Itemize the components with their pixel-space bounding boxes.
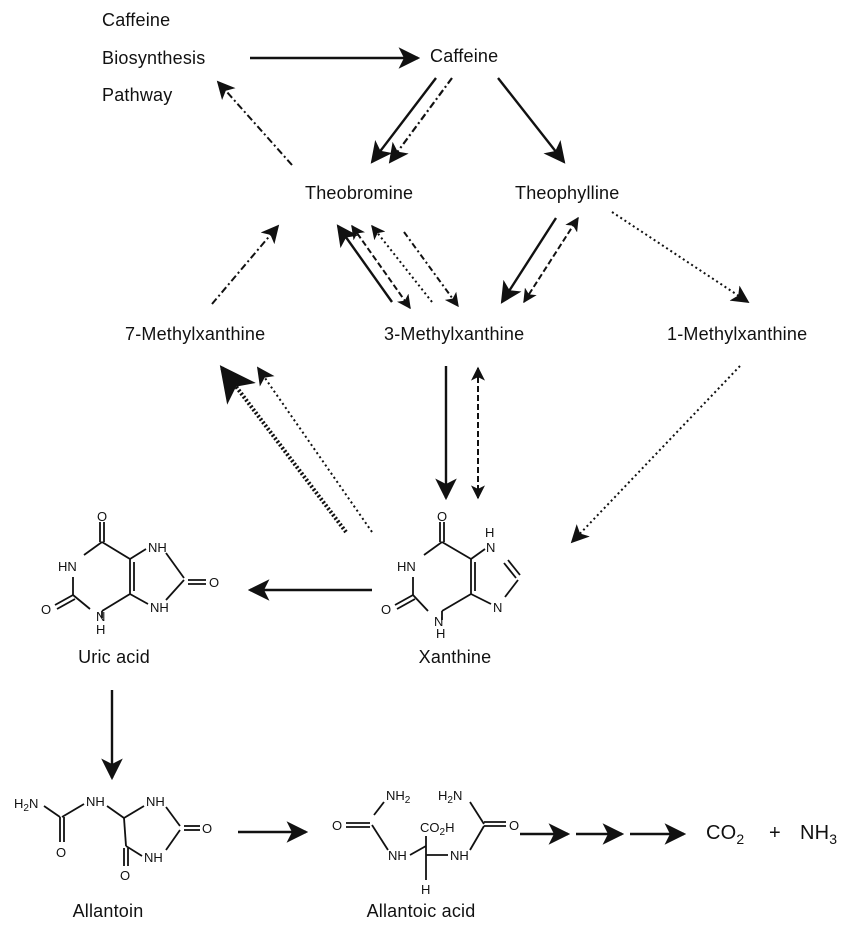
node-uric-acid: Uric acid [78,647,150,667]
arrow-caffeine-to-theophylline [497,77,566,164]
allantoin-structure: H2N O NH NH O NH O [14,794,212,883]
xanthine-hn: HN [397,559,416,574]
node-3-methylxanthine: 3-Methylxanthine [384,324,525,344]
node-1-methylxanthine: 1-Methylxanthine [667,324,808,344]
node-7-methylxanthine: 7-Methylxanthine [125,324,266,344]
allantoic-h2n: H2N [438,788,462,806]
product-nh3: NH3 [800,822,837,847]
uric-o-top: O [97,509,107,524]
allantoic-o-left: O [332,818,342,833]
arrow-3mx-to-theobromine-solid [336,224,393,303]
arrow-theobromine-to-3mx-dashdot [403,231,459,308]
arrow-1mx-to-xanthine [570,365,741,544]
arrow-theophylline-to-3mx [500,217,558,304]
arrow-theophylline-to-1mx [611,211,750,303]
node-allantoin: Allantoin [72,901,144,921]
node-xanthine: Xanthine [418,647,492,667]
allantoin-nh-ring-top: NH [146,794,165,809]
arrow-3mx-to-theophylline-dashed [523,216,579,304]
node-theobromine: Theobromine [305,183,414,203]
xanthine-structure: O HN O N H N H N [381,509,521,641]
arrow-theobromine-to-pathway [216,80,293,166]
arrow-3mx-to-theobromine-dotted [371,224,433,303]
allantoin-o-urea: O [56,845,66,860]
node-allantoic-acid: Allantoic acid [366,901,476,921]
uric-nh-bottom: NH [150,600,169,615]
xanthine-n7-h: H [485,525,494,540]
allantoic-nh-left: NH [388,848,407,863]
uric-n-bottom-h: H [96,622,105,637]
allantoin-nh-linker: NH [86,794,105,809]
nh3-subscript: 3 [829,831,838,847]
co2-text: CO [706,822,737,844]
allantoic-acid-structure: NH2 O NH CO2H H NH O H2N [332,788,519,897]
uric-acid-structure: O HN O N H NH NH O [41,509,219,637]
plus-sign: + [769,822,781,844]
allantoin-nh-ring-bottom: NH [144,850,163,865]
uric-o-right: O [209,575,219,590]
arrow-theobromine-to-3mx-dashed [351,224,411,310]
nh3-text: NH [800,822,830,844]
uric-n-bottom: N [96,609,105,624]
allantoic-h: H [421,882,430,897]
pathway-arrows [101,47,750,845]
arrow-7mx-to-theobromine [211,224,280,305]
uric-o-left: O [41,602,51,617]
xanthine-n9: N [493,600,502,615]
allantoic-nh-right: NH [450,848,469,863]
allantoic-nh2: NH2 [386,788,411,806]
arrow-caffeine-to-theobromine [370,77,437,164]
allantoic-o-right: O [509,818,519,833]
pathway-label-line2: Biosynthesis [102,48,206,68]
xanthine-o-bottom: O [381,602,391,617]
allantoin-o-bottom: O [120,868,130,883]
arrow-caffeine-to-theobromine-dashed [388,77,453,164]
pathway-label-line3: Pathway [102,85,173,105]
allantoin-o-ring: O [202,821,212,836]
uric-nh-top: NH [148,540,167,555]
arrow-xanthine-to-7mx-heavy [219,365,348,534]
allantoin-h2n: H2N [14,796,38,814]
arrow-xanthine-to-7mx-dotted [256,366,373,533]
co2-subscript: 2 [736,831,745,847]
product-co2: CO2 [706,822,744,847]
xanthine-n7: N [486,540,495,555]
xanthine-n-h: H [436,626,445,641]
node-theophylline: Theophylline [515,183,620,203]
allantoic-co2h: CO2H [420,820,454,838]
pathway-label-line1: Caffeine [102,10,171,30]
xanthine-n: N [434,614,443,629]
node-caffeine: Caffeine [430,46,499,66]
xanthine-o-top: O [437,509,447,524]
uric-hn: HN [58,559,77,574]
